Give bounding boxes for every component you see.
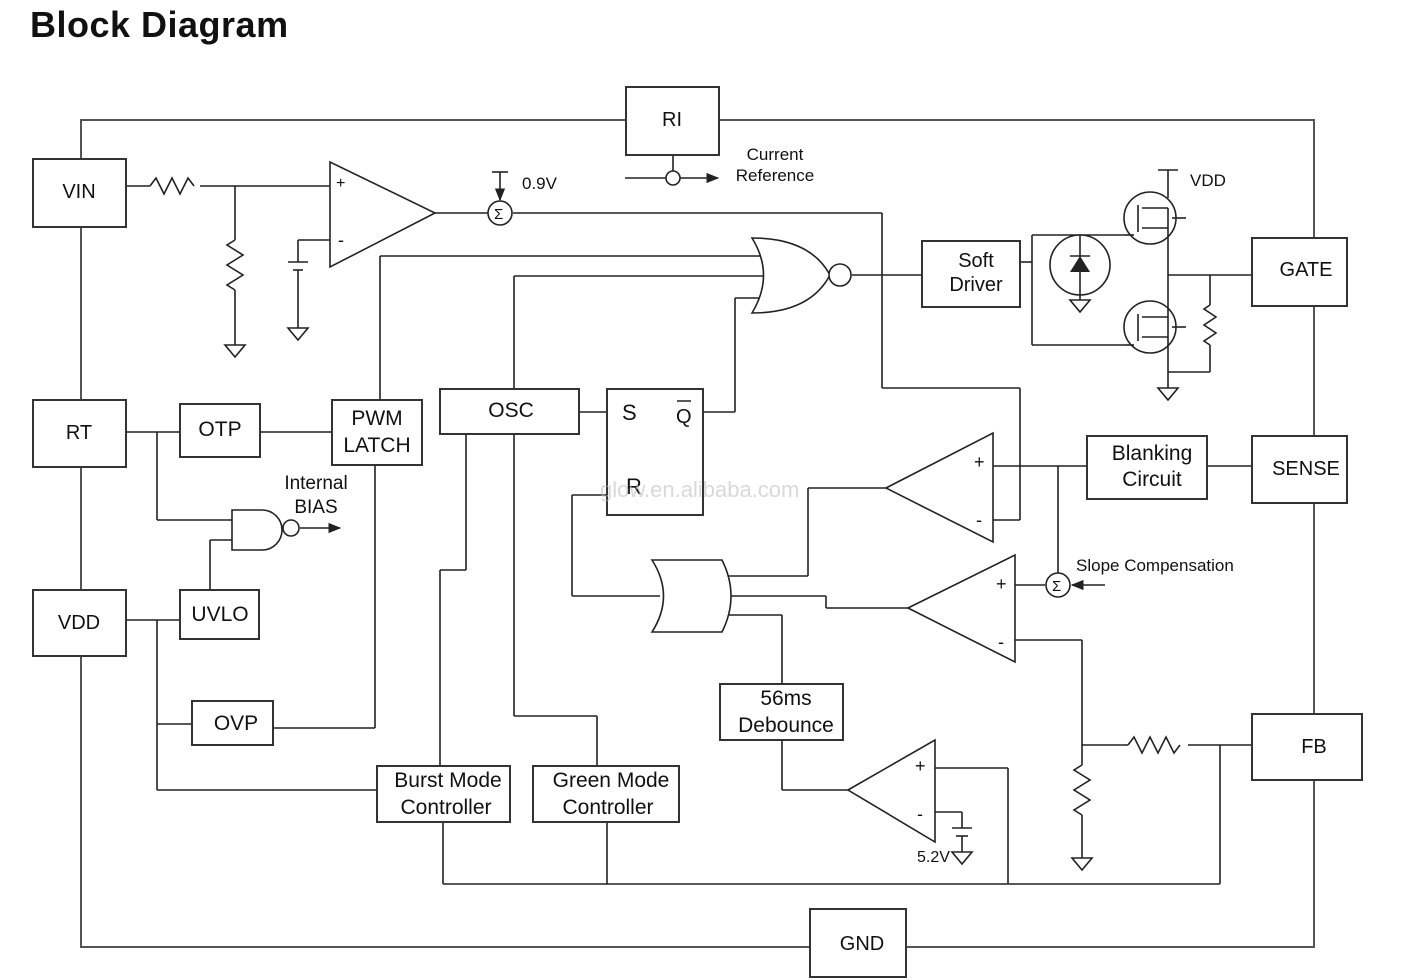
block-ovp: OVP bbox=[191, 700, 274, 746]
block-debounce: 56ms Debounce bbox=[719, 683, 844, 741]
svg-text:-: - bbox=[976, 510, 982, 530]
svg-text:VIN: VIN bbox=[62, 181, 95, 203]
block-pwm-latch: PWM LATCH bbox=[331, 399, 423, 466]
block-sr-latch: S Q R bbox=[606, 388, 704, 516]
svg-text:OVP: OVP bbox=[214, 712, 258, 735]
svg-text:FB: FB bbox=[1301, 736, 1327, 758]
page-title: Block Diagram bbox=[30, 4, 289, 45]
svg-text:Circuit: Circuit bbox=[1122, 468, 1182, 491]
sigma-slope-comp: Σ bbox=[1045, 572, 1071, 598]
block-ri: RI bbox=[625, 86, 720, 156]
current-source bbox=[665, 170, 681, 186]
svg-text:GATE: GATE bbox=[1280, 259, 1333, 281]
label-slope-compensation: Slope Compensation bbox=[1076, 556, 1234, 575]
label-current-reference-2: Reference bbox=[736, 166, 814, 185]
block-osc: OSC bbox=[439, 388, 580, 435]
block-otp: OTP bbox=[179, 403, 261, 458]
svg-text:56ms: 56ms bbox=[760, 687, 811, 710]
svg-text:+: + bbox=[915, 756, 926, 776]
svg-text:R: R bbox=[626, 474, 642, 499]
label-vdd-top: VDD bbox=[1190, 171, 1226, 190]
svg-text:LATCH: LATCH bbox=[343, 434, 410, 457]
svg-text:SENSE: SENSE bbox=[1272, 458, 1340, 480]
block-sense: SENSE bbox=[1251, 435, 1348, 504]
block-burst-mode: Burst Mode Controller bbox=[376, 765, 511, 823]
svg-text:+: + bbox=[974, 452, 985, 472]
label-internal-bias: Internal bbox=[284, 473, 347, 494]
svg-text:S: S bbox=[622, 400, 637, 425]
nand-gate bbox=[231, 509, 300, 551]
mosfet-high bbox=[1123, 191, 1186, 245]
svg-text:Soft: Soft bbox=[958, 250, 994, 272]
label-0v9: 0.9V bbox=[522, 174, 558, 193]
or-gate bbox=[650, 559, 732, 633]
label-internal-bias-2: BIAS bbox=[294, 497, 337, 518]
svg-text:+: + bbox=[996, 574, 1007, 594]
block-gate: GATE bbox=[1251, 237, 1348, 307]
svg-text:OTP: OTP bbox=[198, 418, 241, 441]
svg-text:Controller: Controller bbox=[562, 796, 653, 819]
svg-text:-: - bbox=[917, 804, 923, 824]
svg-text:UVLO: UVLO bbox=[191, 603, 248, 626]
block-uvlo: UVLO bbox=[179, 589, 260, 640]
block-vin: VIN bbox=[32, 158, 127, 228]
svg-text:PWM: PWM bbox=[351, 407, 402, 430]
block-soft-driver: Soft Driver bbox=[921, 240, 1021, 308]
block-gnd: GND bbox=[809, 908, 907, 978]
svg-text:RI: RI bbox=[662, 109, 682, 131]
svg-text:OSC: OSC bbox=[488, 399, 534, 422]
label-5v2: 5.2V bbox=[917, 849, 950, 866]
zener-diode bbox=[1049, 234, 1111, 314]
svg-text:Green Mode: Green Mode bbox=[553, 769, 670, 792]
comparator-fb: + - bbox=[906, 553, 1016, 664]
svg-text:VDD: VDD bbox=[58, 612, 100, 634]
svg-text:RT: RT bbox=[66, 422, 92, 444]
svg-text:Driver: Driver bbox=[949, 274, 1003, 296]
svg-text:Controller: Controller bbox=[400, 796, 491, 819]
nor-gate bbox=[750, 237, 852, 314]
svg-text:+: + bbox=[336, 175, 345, 192]
svg-text:Σ: Σ bbox=[494, 206, 503, 223]
mosfet-low bbox=[1123, 300, 1186, 354]
svg-text:GND: GND bbox=[840, 933, 884, 955]
block-rt: RT bbox=[32, 399, 127, 468]
svg-text:Debounce: Debounce bbox=[738, 714, 834, 737]
comparator-5v2: + - bbox=[846, 738, 936, 844]
comparator-vin: + - bbox=[329, 160, 437, 269]
block-fb: FB bbox=[1251, 713, 1363, 781]
label-current-reference: Current bbox=[747, 145, 804, 164]
block-blanking: Blanking Circuit bbox=[1086, 435, 1208, 500]
svg-text:Σ: Σ bbox=[1052, 578, 1061, 595]
block-green-mode: Green Mode Controller bbox=[532, 765, 680, 823]
svg-text:Q: Q bbox=[676, 406, 692, 428]
svg-text:Burst Mode: Burst Mode bbox=[394, 769, 501, 792]
watermark: glow.en.alibaba.com bbox=[600, 477, 799, 502]
svg-text:Blanking: Blanking bbox=[1112, 442, 1193, 465]
svg-text:-: - bbox=[338, 230, 344, 250]
block-vdd: VDD bbox=[32, 589, 127, 657]
comparator-sense: + - bbox=[884, 431, 994, 544]
sigma-summer-top: Σ bbox=[487, 200, 513, 226]
svg-text:-: - bbox=[998, 632, 1004, 652]
